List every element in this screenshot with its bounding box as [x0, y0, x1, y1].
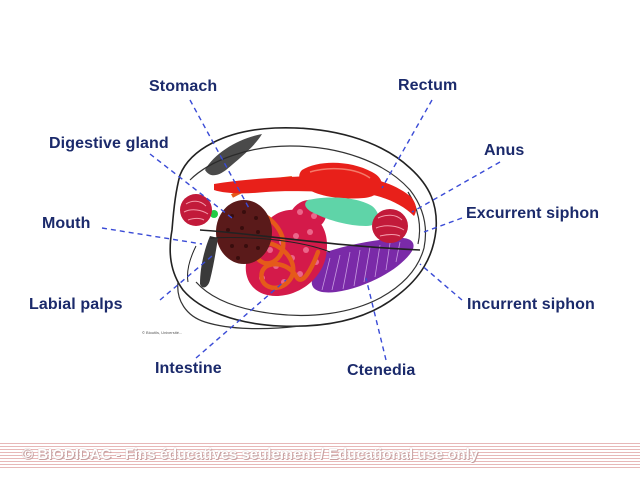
ctenedia-gill: [311, 237, 414, 293]
label-stomach: Stomach: [149, 78, 218, 95]
label-anus: Anus: [484, 142, 525, 159]
heart: [299, 162, 382, 199]
shell-inner-line: [189, 145, 427, 317]
footer-watermark: © BIODIDAC - Fins éducatives seulement /…: [22, 446, 479, 463]
labial-palps-shape: [200, 236, 218, 288]
leader-anus: [411, 161, 501, 213]
anterior-adductor-texture: [183, 200, 209, 221]
rectum-highlight: [309, 167, 371, 179]
gill-filaments: [321, 241, 401, 291]
label-mouth: Mouth: [42, 215, 91, 232]
palp-lines: [187, 245, 197, 283]
leader-incurrent-siphon: [419, 263, 463, 301]
label-rectum: Rectum: [398, 77, 458, 94]
label-incurrent-siphon: Incurrent siphon: [467, 296, 595, 313]
body-line-2: [209, 237, 331, 253]
leader-intestine: [195, 279, 287, 359]
illustration-credit: © Bioutils, Université...: [142, 330, 183, 335]
hinge-ligament: [205, 134, 262, 176]
label-digestive-gland: Digestive gland: [49, 135, 169, 152]
mantle-edge: [407, 191, 421, 245]
foot-lobe: [305, 197, 379, 226]
leader-excurrent-siphon: [423, 217, 463, 233]
leader-labial-palps: [159, 255, 213, 301]
leader-rectum: [381, 99, 433, 189]
body-line: [199, 229, 421, 251]
posterior-adductor-texture: [375, 214, 405, 237]
label-ctenedia: Ctenedia: [347, 362, 416, 379]
label-labial-palps: Labial palps: [29, 296, 123, 313]
leader-lines: [101, 99, 501, 361]
leader-mouth: [101, 227, 203, 245]
footer-stripe: [0, 443, 640, 469]
label-excurrent-siphon: Excurrent siphon: [466, 205, 600, 222]
leader-stomach: [189, 99, 251, 211]
stomach-green: [210, 210, 218, 218]
label-intestine: Intestine: [155, 360, 222, 377]
shell-lower-lobe: [177, 281, 301, 330]
